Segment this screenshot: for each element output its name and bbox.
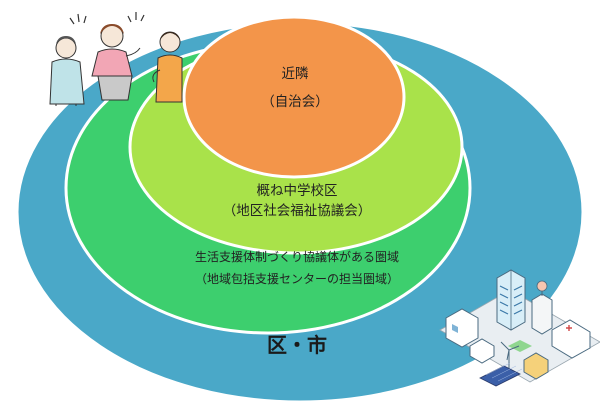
sublabel-school-district: （地区社会福祉協議会）: [223, 202, 372, 219]
label-neighborhood: 近隣: [282, 66, 309, 82]
town-buildings-illustration: [439, 269, 600, 387]
sublabel-support-area: （地域包括支援センターの担当圏域）: [195, 271, 399, 286]
ring-neighborhood: [182, 15, 406, 179]
label-school-district: 概ね中学校区: [257, 182, 338, 199]
sublabel-neighborhood: （自治会）: [261, 94, 329, 110]
label-city: 区・市: [267, 333, 327, 357]
people-talking-illustration: [49, 12, 183, 106]
label-support-area: 生活支援体制づくり協議体がある圏域: [195, 249, 399, 264]
